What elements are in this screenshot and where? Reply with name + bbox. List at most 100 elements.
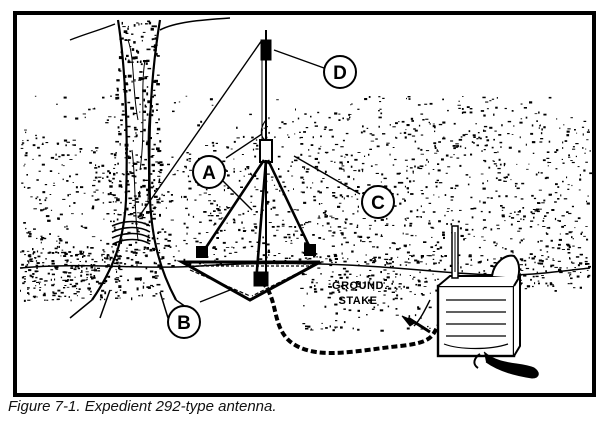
stipple-dot — [26, 232, 28, 234]
stipple-dot — [404, 159, 408, 161]
bark-dot — [140, 167, 142, 170]
stipple-dot — [192, 215, 195, 218]
bark-dot — [133, 212, 137, 214]
stipple-dot — [436, 248, 440, 250]
stipple-dot — [329, 129, 333, 131]
stipple-dot — [216, 237, 219, 239]
stipple-dot — [368, 280, 371, 282]
stipple-dot — [66, 286, 70, 288]
stipple-dot — [58, 295, 61, 297]
callout-c-label: C — [371, 193, 385, 214]
stipple-dot — [114, 157, 117, 159]
stipple-dot — [509, 212, 512, 214]
stipple-dot — [357, 283, 360, 285]
stipple-dot — [378, 256, 381, 259]
stipple-dot — [71, 144, 75, 146]
stipple-dot — [438, 220, 441, 223]
bark-dot — [159, 258, 163, 260]
stipple-dot — [82, 226, 86, 228]
stipple-dot — [25, 265, 28, 268]
stipple-dot — [491, 98, 495, 100]
stipple-dot — [345, 219, 348, 221]
stipple-dot — [205, 232, 209, 233]
stipple-dot — [65, 261, 68, 263]
stipple-dot — [572, 245, 575, 247]
stipple-dot — [583, 120, 587, 122]
stipple-dot — [482, 187, 486, 190]
stipple-dot — [195, 240, 199, 243]
stipple-dot — [435, 262, 437, 265]
stipple-dot — [542, 226, 546, 227]
stipple-dot — [24, 129, 27, 131]
stipple-dot — [343, 227, 347, 229]
stipple-dot — [520, 270, 524, 271]
stipple-dot — [119, 268, 123, 271]
stipple-dot — [557, 219, 559, 222]
stipple-dot — [281, 146, 284, 148]
stipple-dot — [303, 305, 305, 307]
stipple-dot — [186, 158, 189, 161]
stipple-dot — [42, 142, 44, 144]
stipple-dot — [428, 172, 430, 175]
stipple-dot — [554, 266, 558, 268]
stipple-dot — [291, 175, 294, 177]
stipple-dot — [137, 192, 141, 194]
stipple-dot — [468, 254, 472, 256]
stipple-dot — [380, 112, 383, 115]
stipple-dot — [490, 197, 493, 199]
bark-dot — [143, 222, 146, 225]
bark-dot — [132, 56, 136, 60]
bark-dot — [160, 165, 163, 167]
stipple-dot — [34, 257, 37, 259]
stipple-dot — [399, 202, 402, 205]
stipple-dot — [181, 195, 183, 199]
stipple-dot — [324, 305, 327, 308]
stipple-dot — [523, 274, 527, 277]
stipple-dot — [538, 171, 540, 174]
stipple-dot — [420, 153, 424, 155]
stipple-dot — [45, 197, 48, 199]
stipple-dot — [92, 264, 96, 267]
stipple-dot — [483, 239, 486, 241]
stipple-dot — [343, 197, 345, 200]
stipple-dot — [110, 95, 112, 97]
stipple-dot — [386, 263, 390, 265]
stipple-dot — [552, 258, 554, 260]
stipple-dot — [570, 160, 573, 161]
stipple-dot — [496, 224, 500, 226]
stipple-dot — [385, 253, 389, 255]
stipple-dot — [56, 245, 58, 248]
bark-dot — [135, 97, 140, 99]
stipple-dot — [399, 247, 401, 249]
stipple-dot — [38, 281, 42, 283]
bark-dot — [117, 96, 120, 100]
stipple-dot — [362, 241, 366, 243]
stipple-dot — [514, 211, 516, 213]
stipple-dot — [431, 227, 435, 229]
stipple-dot — [115, 277, 120, 279]
stipple-dot — [116, 218, 119, 221]
stipple-dot — [40, 209, 43, 212]
stipple-dot — [368, 299, 371, 302]
stipple-dot — [304, 273, 307, 275]
stipple-dot — [534, 261, 536, 264]
stipple-dot — [330, 275, 334, 278]
stipple-dot — [171, 200, 174, 202]
stipple-dot — [417, 284, 421, 287]
stipple-dot — [57, 235, 60, 237]
stipple-dot — [62, 165, 65, 167]
stipple-dot — [129, 171, 132, 173]
stipple-dot — [326, 222, 330, 225]
stipple-dot — [339, 194, 343, 197]
stipple-dot — [450, 187, 454, 189]
stipple-dot — [489, 126, 493, 129]
stipple-dot — [60, 276, 63, 279]
bark-dot — [146, 188, 150, 192]
stipple-dot — [300, 233, 304, 236]
bark-dot — [147, 234, 150, 237]
stipple-dot — [341, 252, 343, 255]
stipple-dot — [134, 162, 138, 165]
stipple-dot — [470, 264, 473, 266]
stipple-dot — [304, 223, 306, 226]
bark-dot — [159, 140, 162, 143]
